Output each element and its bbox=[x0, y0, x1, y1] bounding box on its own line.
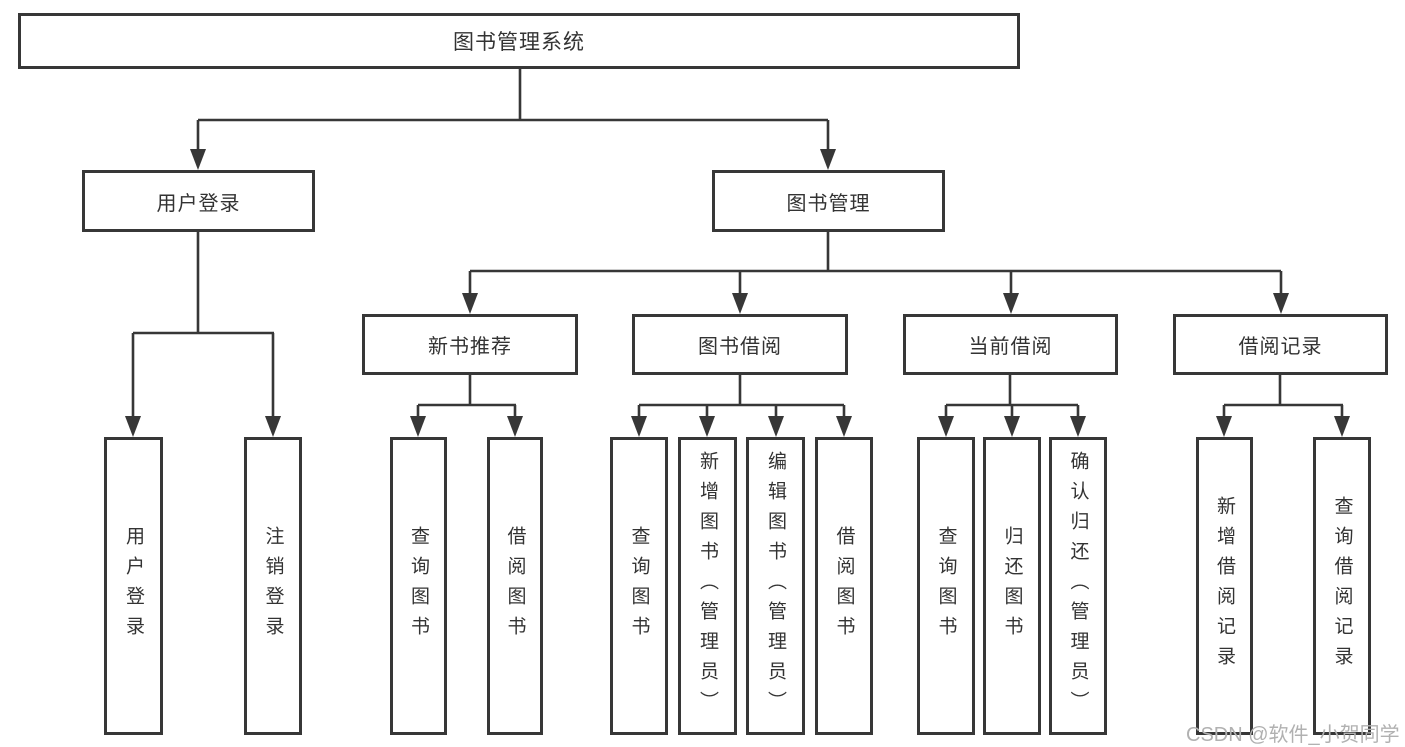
leaf-query-books-current: 查询图书 bbox=[917, 437, 975, 735]
node-new-book-recommend-label: 新书推荐 bbox=[428, 336, 512, 358]
leaf-add-books-admin: 新增图书（管理员） bbox=[678, 437, 737, 735]
node-user-login-label: 用户登录 bbox=[156, 192, 241, 215]
leaf-borrow-books: 借阅图书 bbox=[815, 437, 873, 735]
leaf-query-borrow-record: 查询借阅记录 bbox=[1313, 437, 1371, 735]
leaf-confirm-return-admin: 确认归还（管理员） bbox=[1049, 437, 1107, 735]
node-book-borrowing-label: 图书借阅 bbox=[698, 336, 782, 358]
node-borrow-records: 借阅记录 bbox=[1173, 314, 1388, 375]
leaf-logout: 注销登录 bbox=[244, 437, 302, 735]
node-new-book-recommend: 新书推荐 bbox=[362, 314, 578, 375]
leaf-edit-books-admin-label: 编辑图书（管理员） bbox=[765, 451, 786, 721]
leaf-user-login-label: 用户登录 bbox=[123, 526, 144, 646]
leaf-borrow-books-recommend: 借阅图书 bbox=[487, 437, 543, 735]
leaf-query-books-current-label: 查询图书 bbox=[935, 526, 957, 646]
node-root-label: 图书管理系统 bbox=[453, 31, 585, 54]
watermark-text: CSDN @软件_小贺同学 bbox=[1186, 724, 1400, 746]
leaf-add-borrow-record-label: 新增借阅记录 bbox=[1214, 496, 1235, 676]
leaf-user-login: 用户登录 bbox=[104, 437, 163, 735]
leaf-query-borrow-record-label: 查询借阅记录 bbox=[1331, 496, 1353, 676]
node-borrow-records-label: 借阅记录 bbox=[1238, 336, 1323, 358]
node-current-borrowing-label: 当前借阅 bbox=[968, 336, 1053, 358]
leaf-return-books: 归还图书 bbox=[983, 437, 1041, 735]
node-book-management-label: 图书管理 bbox=[786, 192, 871, 215]
leaf-add-borrow-record: 新增借阅记录 bbox=[1196, 437, 1253, 735]
leaf-logout-label: 注销登录 bbox=[262, 526, 284, 646]
leaf-query-books-recommend: 查询图书 bbox=[390, 437, 447, 735]
leaf-borrow-books-recommend-label: 借阅图书 bbox=[504, 526, 526, 646]
leaf-query-books-borrowing: 查询图书 bbox=[610, 437, 668, 735]
leaf-borrow-books-label: 借阅图书 bbox=[833, 526, 855, 646]
node-book-borrowing: 图书借阅 bbox=[632, 314, 848, 375]
leaf-query-books-recommend-label: 查询图书 bbox=[408, 526, 429, 646]
node-user-login: 用户登录 bbox=[82, 170, 315, 232]
node-root: 图书管理系统 bbox=[18, 13, 1020, 69]
leaf-confirm-return-admin-label: 确认归还（管理员） bbox=[1067, 451, 1089, 721]
leaf-return-books-label: 归还图书 bbox=[1001, 526, 1023, 646]
leaf-query-books-borrowing-label: 查询图书 bbox=[628, 526, 650, 646]
leaf-edit-books-admin: 编辑图书（管理员） bbox=[746, 437, 805, 735]
node-current-borrowing: 当前借阅 bbox=[903, 314, 1118, 375]
leaf-add-books-admin-label: 新增图书（管理员） bbox=[697, 451, 718, 721]
node-book-management: 图书管理 bbox=[712, 170, 945, 232]
